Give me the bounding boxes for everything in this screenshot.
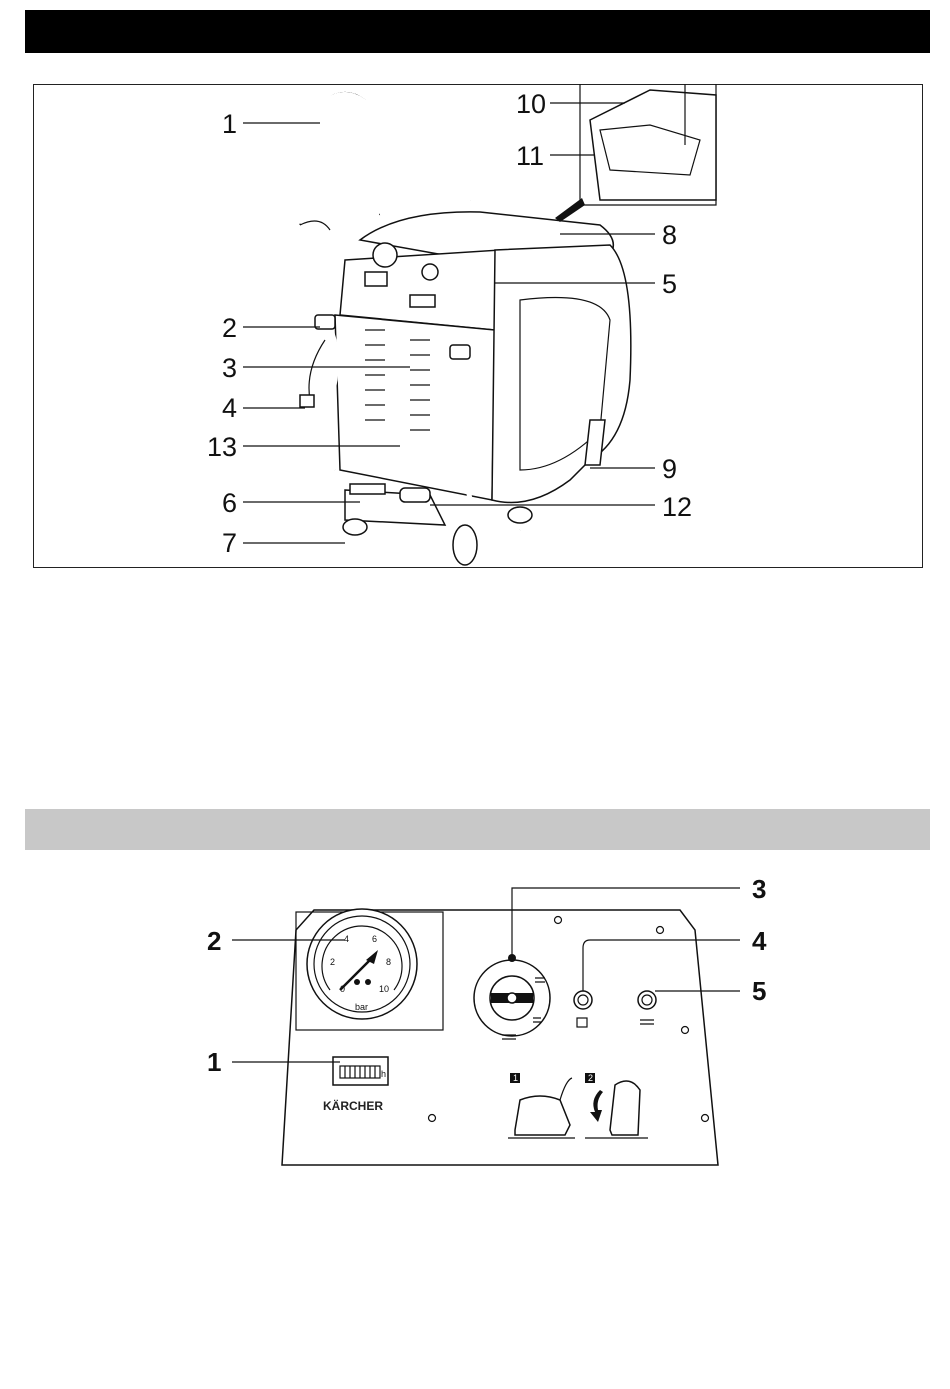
- callout-11: 11: [516, 141, 544, 171]
- panel-callout-2: 2: [207, 926, 221, 956]
- callout-10: 10: [516, 89, 546, 119]
- panel-callout-4: 4: [752, 926, 767, 956]
- gauge-tick-6: 6: [372, 934, 377, 944]
- callout-9: 9: [662, 454, 677, 484]
- callout-5: 5: [662, 269, 677, 299]
- gauge-tick-10: 10: [379, 984, 389, 994]
- pressure-gauge: 0 2 4 6 8 10 bar: [307, 909, 417, 1019]
- panel-callout-5: 5: [752, 976, 766, 1006]
- callout-12: 12: [662, 492, 692, 522]
- inset-detail: [555, 84, 716, 222]
- gauge-unit: bar: [355, 1002, 368, 1012]
- gauge-tick-4: 4: [344, 934, 349, 944]
- hour-meter: h: [333, 1057, 388, 1085]
- gauge-tick-8: 8: [386, 957, 391, 967]
- step-2-label: 2: [588, 1073, 593, 1083]
- callout-2: 2: [222, 313, 237, 343]
- callout-13: 13: [207, 432, 237, 462]
- callout-1: 1: [222, 109, 237, 139]
- panel-callout-1: 1: [207, 1047, 221, 1077]
- step-1-label: 1: [513, 1073, 518, 1083]
- brand-logo: KÄRCHER: [323, 1098, 383, 1113]
- gauge-tick-2: 2: [330, 957, 335, 967]
- callout-6: 6: [222, 488, 237, 518]
- machine-illustration: [300, 84, 716, 565]
- callout-7: 7: [222, 528, 237, 558]
- callout-3: 3: [222, 353, 237, 383]
- control-panel-illustration: 0 2 4 6 8 10 bar h KÄRCHER: [282, 909, 718, 1165]
- callout-8: 8: [662, 220, 677, 250]
- hour-meter-unit: h: [381, 1069, 386, 1079]
- callout-4: 4: [222, 393, 237, 423]
- panel-callout-3: 3: [752, 874, 766, 904]
